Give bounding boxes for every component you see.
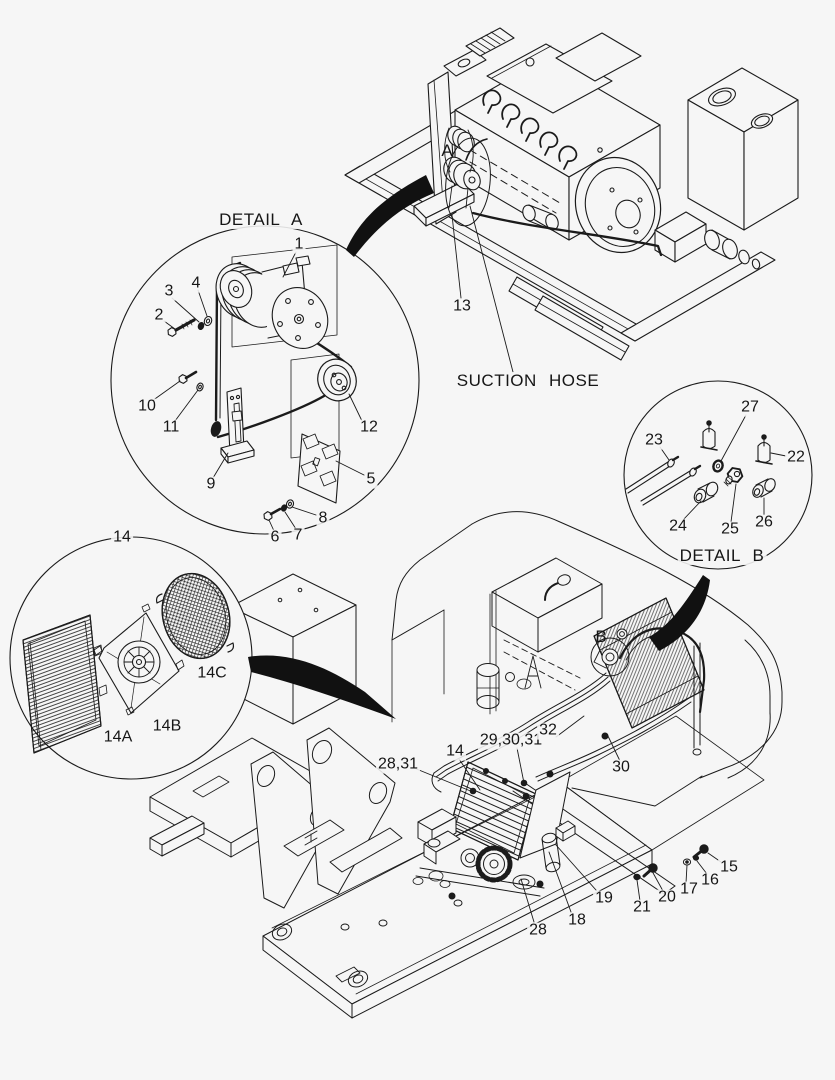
suction-hose-line <box>471 211 663 257</box>
callout-14-circle: 14 <box>111 528 133 547</box>
callout-32: 32 <box>537 721 559 740</box>
callout-15: 15 <box>718 858 740 877</box>
radiator-stand <box>413 27 515 227</box>
callout-5: 5 <box>364 470 378 489</box>
marker-b: B <box>595 627 607 647</box>
detail-a <box>110 225 420 535</box>
leader-suction-hose <box>469 205 514 373</box>
idler-pulley <box>317 358 357 402</box>
callout-6: 6 <box>268 528 282 547</box>
engine-compressor <box>443 125 663 257</box>
pipes-23 <box>625 455 702 506</box>
hydraulic-tank <box>687 67 799 231</box>
condenser-assembly <box>412 761 576 900</box>
engine-assembly-view <box>344 27 799 373</box>
machine-engine <box>476 557 603 715</box>
detail-b <box>623 380 813 570</box>
callout-28-31: 28,31 <box>375 755 421 774</box>
suction-hose-label: SUCTION HOSE <box>454 371 602 391</box>
callout-30: 30 <box>610 758 632 777</box>
detail-b-circle <box>623 380 813 570</box>
callout-28: 28 <box>527 921 549 940</box>
machine-body <box>391 511 783 807</box>
leader-13 <box>451 214 462 299</box>
machine-compressor <box>590 637 630 677</box>
boom-mount-bracket <box>250 727 403 909</box>
callout-4: 4 <box>189 274 203 293</box>
callout-14b: 14B <box>150 717 184 736</box>
callout-1: 1 <box>292 235 306 254</box>
callout-11: 11 <box>160 418 182 437</box>
callout-8: 8 <box>316 509 330 528</box>
clamp-fittings <box>700 420 773 465</box>
callout-14-machine: 14 <box>444 742 466 761</box>
compressor <box>215 255 329 349</box>
callout-19: 19 <box>593 889 615 908</box>
fitting-26 <box>752 478 776 498</box>
deck-fasteners <box>633 844 709 881</box>
callout-25: 25 <box>719 520 741 539</box>
callout-14a: 14A <box>101 728 135 747</box>
marker-a: A <box>441 141 453 161</box>
callout-14c: 14C <box>195 664 229 683</box>
callout-26: 26 <box>753 513 775 532</box>
callout-29-30-31: 29,30,31 <box>477 731 545 750</box>
callout-27: 27 <box>739 398 761 417</box>
callout-20: 20 <box>656 888 678 907</box>
callout-22: 22 <box>785 448 807 467</box>
swoosh-to-condenser <box>248 655 396 719</box>
marker-b-circle <box>590 637 630 677</box>
fan-shroud-14b <box>93 603 185 716</box>
callout-23: 23 <box>643 431 665 450</box>
callout-13: 13 <box>451 297 473 316</box>
callout-24: 24 <box>667 517 689 536</box>
flywheel-and-pump <box>522 156 761 270</box>
swoosh-to-detail-a <box>346 175 434 257</box>
tension-bracket <box>220 387 255 464</box>
swoosh-to-detail-b <box>649 575 710 651</box>
fan-guard-14c <box>155 572 235 660</box>
detail-a-fasteners <box>165 315 295 522</box>
callout-17: 17 <box>678 880 700 899</box>
callout-3: 3 <box>162 282 176 301</box>
detail-a-title: DETAIL A <box>217 210 305 230</box>
callout-9: 9 <box>204 475 218 494</box>
callout-10: 10 <box>136 397 158 416</box>
callout-12: 12 <box>358 418 380 437</box>
machine-leaders <box>413 715 722 923</box>
callout-21: 21 <box>631 898 653 917</box>
callout-16: 16 <box>699 871 721 890</box>
detail-a-leaders <box>151 251 365 532</box>
callout-7: 7 <box>291 526 305 545</box>
fitting-25 <box>723 466 745 487</box>
callout-2: 2 <box>152 306 166 325</box>
seal-27 <box>712 459 724 473</box>
condenser-core-14a <box>22 614 108 754</box>
fitting-24 <box>693 481 719 504</box>
machine-view <box>149 511 783 1019</box>
mount-plate <box>297 433 341 504</box>
swoosh-arrows <box>248 175 710 719</box>
condenser-detail <box>9 536 253 780</box>
callout-18: 18 <box>566 911 588 930</box>
detail-b-title: DETAIL B <box>677 546 767 566</box>
